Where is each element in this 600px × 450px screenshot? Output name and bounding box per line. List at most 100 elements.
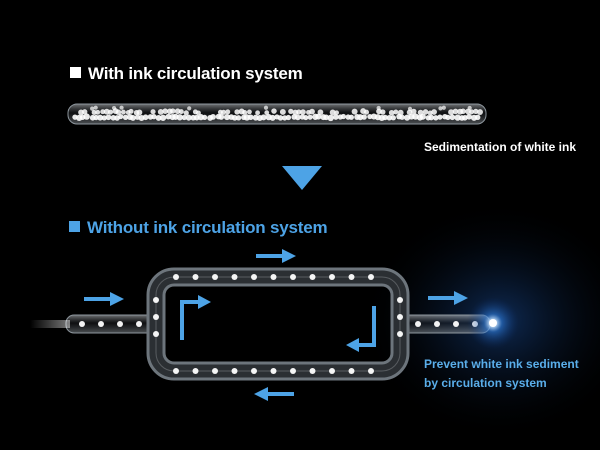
ink-particle [136,109,143,116]
ink-particle [428,114,435,121]
ink-particle [185,114,192,121]
flow-arrow-left-icon [254,387,294,401]
flow-corner-bottom-right-head-icon [346,338,359,352]
ink-particle [388,109,395,116]
ink-particle [173,368,179,374]
flow-corner-top-left-head-icon [198,295,211,309]
ink-particle [260,114,267,121]
ink-particle [393,109,399,115]
ink-particle [255,110,260,116]
flow-arrow-right-icon [256,249,296,263]
ink-particle [223,113,231,121]
ink-particle [397,331,403,337]
ink-particle [303,114,309,121]
ink-particle [153,297,159,303]
sediment-particles [72,105,483,122]
ink-particle [170,108,176,114]
ink-particle [410,108,417,115]
caption-prevent-line1: Prevent white ink sediment [424,357,579,371]
ink-particle [153,314,159,320]
ink-particle [363,109,370,115]
ink-particle [296,109,302,115]
ink-particle [192,274,199,280]
ink-particle [399,114,405,120]
ink-particle [329,109,336,116]
ink-particle [119,105,124,110]
heading-bottom-text: Without ink circulation system [87,218,328,237]
ink-particle [212,274,218,280]
ink-particle [98,321,104,327]
ink-particle [231,114,238,121]
ink-particle [415,321,421,327]
ink-particle [315,113,322,120]
ink-particle [454,114,461,121]
ink-particle [460,108,466,115]
ink-particle [235,115,242,121]
ink-particle [210,114,216,120]
ink-particle [225,109,231,115]
ink-particle [433,115,439,121]
circulation-loop-inner [149,270,407,378]
ink-particle [477,109,483,116]
ink-particle [93,105,98,110]
ink-particle [150,109,156,115]
ink-particle [309,108,315,115]
ink-particle [270,274,277,280]
ink-particle [300,109,306,115]
ink-particle [251,368,257,374]
ink-particle [466,113,472,120]
ink-particle [264,110,270,116]
ink-particle [449,114,456,121]
ink-particle [128,108,134,114]
ink-particle [212,368,218,374]
ink-particle [309,368,316,374]
ink-particle [397,297,403,303]
ink-particle [178,109,184,115]
ink-particle [157,108,164,115]
ink-particle [448,109,455,116]
ink-particle [100,109,106,115]
pipe-particles [79,321,478,327]
ink-particle [97,114,104,121]
ink-particle [309,274,316,280]
ink-particle [271,108,277,114]
ink-particle [397,109,404,116]
ink-particle [390,115,396,121]
ink-particle [382,114,388,121]
ink-particle [288,108,294,115]
ink-particle [269,114,276,121]
caption-prevent-line2: by circulation system [424,376,547,390]
ink-particle [159,114,167,121]
ink-particle [290,368,296,374]
ink-particle [294,114,301,121]
ink-particle [419,113,426,120]
ink-particle [181,114,187,121]
ink-particle [82,109,88,115]
ink-particle [386,114,393,121]
ink-particle [475,114,481,121]
ink-particle [437,114,443,120]
ink-particle [242,109,248,116]
ink-particle [136,321,142,327]
ink-particle [333,114,339,120]
ink-particle [270,368,277,374]
ink-particle [118,113,124,120]
inlet-light [30,320,70,328]
ink-particle [263,105,269,110]
ink-particle [162,108,169,114]
ink-particle [173,274,179,280]
ink-particle [83,113,90,120]
ink-particle [277,115,284,121]
ink-particle [441,105,446,110]
ink-particle [376,105,381,111]
ink-particle [91,109,97,115]
ink-particle [101,115,107,121]
ink-particle [153,331,159,337]
ink-particle [445,114,451,121]
caption-prevent: Prevent white ink sediment by circulatio… [424,355,579,393]
ink-particle [115,109,122,116]
ink-particle [95,109,101,115]
down-triangle-arrow-icon [282,166,322,190]
